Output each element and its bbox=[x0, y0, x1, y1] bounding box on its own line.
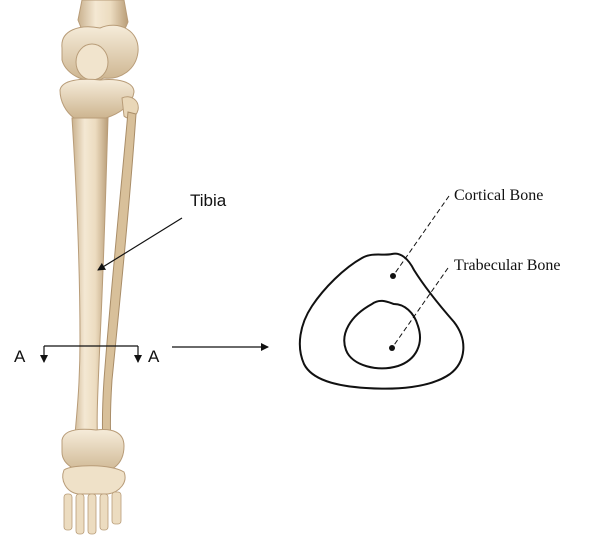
leg-bones-illustration bbox=[60, 0, 138, 534]
patella bbox=[76, 44, 108, 80]
trabecular-outline bbox=[344, 301, 420, 368]
section-marker-left: A bbox=[14, 347, 26, 366]
fibula-shaft bbox=[103, 112, 137, 462]
foot-bones bbox=[63, 466, 125, 534]
tibia-label: Tibia bbox=[190, 191, 227, 210]
cortical-leader bbox=[393, 196, 449, 276]
tibia-pointer-line bbox=[98, 218, 182, 270]
cortical-bone-label: Cortical Bone bbox=[454, 187, 543, 204]
bone-cross-section bbox=[300, 254, 464, 389]
trabecular-bone-label: Trabecular Bone bbox=[454, 257, 561, 274]
section-marker-right: A bbox=[148, 347, 160, 366]
